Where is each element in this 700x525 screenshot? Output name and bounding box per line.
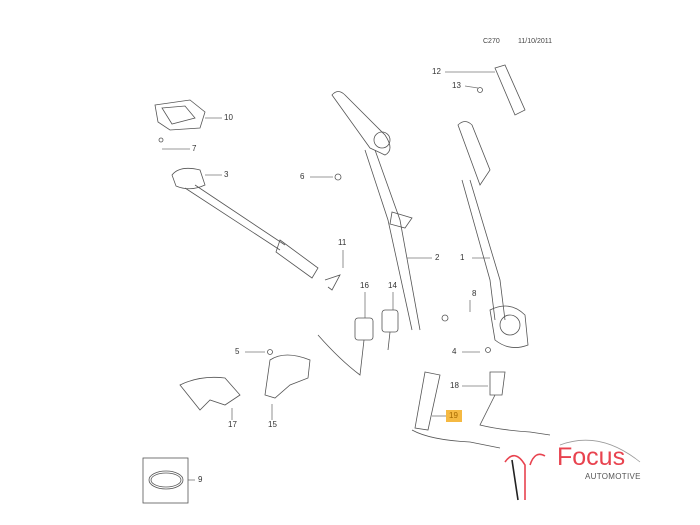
focus-logo-mark — [504, 439, 641, 501]
callout-6[interactable]: 6 — [300, 172, 305, 181]
callout-2[interactable]: 2 — [435, 253, 440, 262]
callout-13[interactable]: 13 — [452, 81, 461, 90]
callout-11[interactable]: 11 — [338, 238, 347, 247]
callout-17[interactable]: 17 — [228, 420, 237, 429]
part-19-buckle-harness — [411, 371, 501, 449]
part-15-buckle-assembly — [264, 354, 311, 399]
callout-14[interactable]: 14 — [388, 281, 397, 290]
part-8-bolt — [441, 314, 449, 322]
part-16-buckle — [317, 317, 374, 376]
callout-19[interactable]: 19 — [449, 411, 458, 420]
callout-7[interactable]: 7 — [192, 144, 197, 153]
logo-tagline: AUTOMOTIVE — [585, 472, 641, 481]
part-1-belt — [457, 121, 529, 353]
callout-3[interactable]: 3 — [224, 170, 229, 179]
part-17-buckle-assembly — [179, 376, 241, 411]
callout-8[interactable]: 8 — [472, 289, 477, 298]
callout-4[interactable]: 4 — [452, 347, 457, 356]
highlight-19 — [446, 410, 462, 422]
part-2-belt — [331, 91, 421, 331]
part-6-bolt — [334, 173, 342, 181]
callout-16[interactable]: 16 — [360, 281, 369, 290]
part-5-nut — [267, 349, 273, 355]
part-9-ring-box — [142, 457, 189, 504]
callout-15[interactable]: 15 — [268, 420, 277, 429]
callout-10[interactable]: 10 — [224, 113, 233, 122]
diagram-date: 11/10/2011 — [518, 38, 552, 45]
callout-5[interactable]: 5 — [235, 347, 240, 356]
part-14-buckle — [381, 309, 399, 351]
callout-18[interactable]: 18 — [450, 381, 459, 390]
part-10-retractor-bracket — [154, 99, 206, 143]
callout-1[interactable]: 1 — [460, 253, 465, 262]
logo-name: Focus — [557, 443, 626, 471]
part-3-rear-belt — [171, 167, 341, 291]
callout-9[interactable]: 9 — [198, 475, 203, 484]
part-12-height-adjuster — [477, 64, 526, 116]
part-18-buckle-harness — [479, 371, 551, 436]
callout-12[interactable]: 12 — [432, 67, 441, 76]
diagram-code: C270 — [483, 38, 500, 45]
leader-lines — [162, 71, 495, 481]
